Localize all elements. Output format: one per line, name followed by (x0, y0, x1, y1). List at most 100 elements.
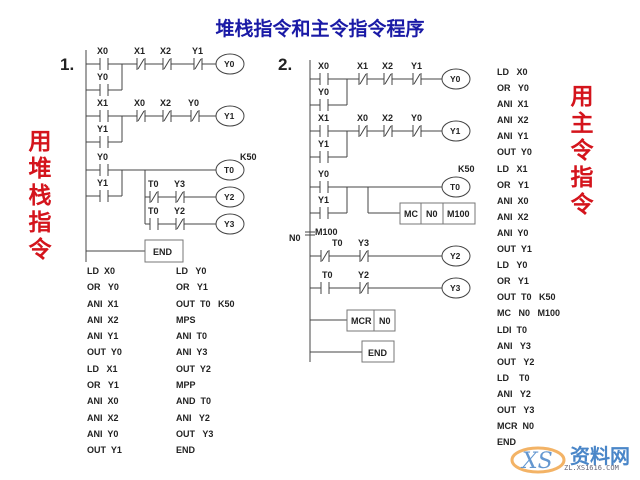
svg-text:END: END (368, 348, 388, 358)
svg-text:Y1: Y1 (192, 46, 203, 56)
code-line: LD X0 (87, 266, 116, 276)
side-char: 主 (570, 110, 594, 137)
code-line: OUT Y0 (497, 147, 532, 158)
side-char: 令 (28, 236, 52, 263)
section2-code: LD X0 OR Y0 ANI X1 ANI X2 ANI Y1 OUT Y0 … (497, 67, 560, 453)
svg-text:Y1: Y1 (450, 126, 461, 136)
svg-text:X1: X1 (97, 98, 108, 108)
svg-text:M100: M100 (447, 209, 470, 219)
code-line: ANI X1 (87, 298, 119, 309)
section1-code-col2: LD Y0 OR Y1 OUT T0 K50 MPS ANI T0 ANI Y3… (176, 266, 235, 462)
svg-text:N0: N0 (289, 233, 301, 243)
code-line: ANI X1 (497, 99, 529, 110)
code-line: ANI Y0 (87, 428, 119, 439)
svg-text:Y0: Y0 (97, 152, 108, 162)
code-line: END (497, 437, 517, 448)
svg-text:Y1: Y1 (318, 139, 329, 149)
code-line: LD T0 (497, 372, 530, 383)
svg-text:Y1: Y1 (224, 111, 235, 121)
code-line: ANI Y2 (497, 388, 531, 399)
code-line: OUT T0 K50 (176, 298, 235, 309)
side-char: 指 (570, 164, 594, 191)
code-line: ANI X2 (497, 115, 529, 126)
code-line: OUT Y1 (87, 445, 122, 456)
svg-text:X1: X1 (318, 113, 329, 123)
side-char: 指 (28, 209, 52, 236)
svg-text:XS: XS (520, 449, 553, 474)
code-line: MC N0 M100 (497, 308, 561, 319)
svg-text:X2: X2 (160, 98, 171, 108)
svg-text:Y1: Y1 (318, 195, 329, 205)
side-char: 栈 (28, 182, 52, 209)
side-char: 令 (570, 137, 594, 164)
code-line: OUT Y1 (497, 244, 532, 255)
code-line: ANI Y1 (497, 131, 529, 142)
code-line: ANI X2 (87, 314, 119, 325)
code-line: AND T0 (176, 396, 212, 407)
ladder-diagram-1 (85, 50, 245, 263)
code-line: LD X1 (87, 363, 118, 374)
svg-text:N0: N0 (426, 209, 438, 219)
code-line: ANI Y3 (176, 347, 208, 358)
code-line: MCR N0 (497, 421, 535, 432)
code-line: OUT Y2 (497, 356, 535, 367)
svg-text:MCR: MCR (351, 316, 372, 326)
svg-text:MC: MC (404, 209, 418, 219)
code-line: ANI Y0 (497, 227, 529, 238)
svg-text:Y0: Y0 (318, 169, 329, 179)
section1-number: 1. (60, 55, 75, 74)
code-line: ANI Y2 (176, 412, 210, 423)
code-line: ANI Y3 (497, 340, 531, 351)
code-line: OR Y1 (497, 179, 529, 190)
ladder-diagram-2 (305, 60, 476, 363)
code-line: ANI X0 (87, 396, 119, 407)
svg-text:Y2: Y2 (224, 192, 235, 202)
svg-text:T0: T0 (332, 238, 343, 248)
svg-text:Y1: Y1 (411, 61, 422, 71)
svg-text:Y0: Y0 (188, 98, 199, 108)
svg-text:T0: T0 (148, 206, 159, 216)
side-char: 堆 (28, 155, 52, 182)
svg-text:Y2: Y2 (358, 270, 369, 280)
code-line: OUT Y0 (87, 347, 122, 358)
code-line: LDI T0 (497, 324, 528, 335)
code-line: OUT Y3 (497, 404, 535, 415)
svg-text:T0: T0 (322, 270, 333, 280)
code-line: OR Y1 (87, 380, 119, 391)
code-line: MPS (176, 314, 196, 325)
code-line: END (176, 445, 196, 456)
page-title: 堆栈指令和主令指令程序 (215, 18, 425, 40)
watermark-logo-icon: XS (510, 446, 566, 474)
svg-text:X2: X2 (382, 113, 393, 123)
svg-text:M100: M100 (315, 227, 338, 237)
side-char: 令 (570, 191, 594, 218)
svg-text:Y1: Y1 (97, 178, 108, 188)
svg-text:X1: X1 (357, 61, 368, 71)
section1-side-label: 用 堆 栈 指 令 (26, 128, 54, 263)
svg-text:X2: X2 (160, 46, 171, 56)
svg-text:K50: K50 (240, 152, 257, 162)
code-line: LD Y0 (176, 266, 207, 276)
svg-text:Y2: Y2 (174, 206, 185, 216)
svg-text:END: END (153, 247, 173, 257)
svg-text:X0: X0 (318, 61, 329, 71)
code-line: ANI T0 (176, 331, 208, 342)
svg-text:Y0: Y0 (450, 74, 461, 84)
svg-text:Y0: Y0 (411, 113, 422, 123)
side-char: 用 (28, 128, 52, 155)
svg-text:Y0: Y0 (97, 72, 108, 82)
svg-text:Y3: Y3 (450, 283, 461, 293)
svg-text:X1: X1 (134, 46, 145, 56)
code-line: LD X0 (497, 67, 528, 77)
watermark-brand: 资料网 (570, 444, 630, 468)
code-line: ANI X0 (497, 195, 529, 206)
code-line: ANI X2 (497, 211, 529, 222)
watermark-url: ZL.XS1616.COM (564, 464, 619, 472)
code-line: OR Y0 (497, 83, 529, 94)
code-line: ANI Y1 (87, 331, 119, 342)
svg-text:N0: N0 (379, 316, 391, 326)
svg-text:X2: X2 (382, 61, 393, 71)
svg-text:K50: K50 (458, 164, 475, 174)
